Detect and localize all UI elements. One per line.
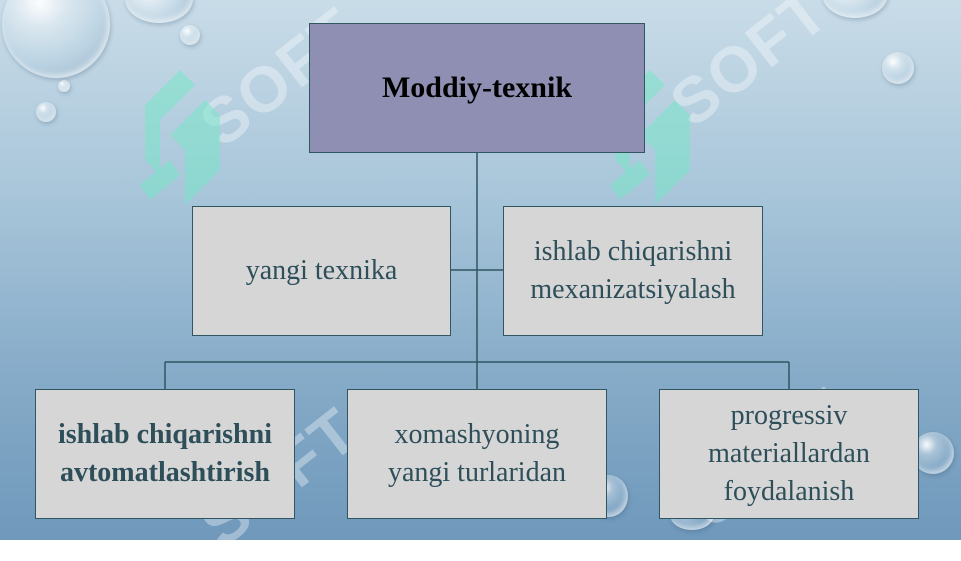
root-node: Moddiy-texnik [309,23,645,153]
water-drop [882,52,914,84]
node-label-line: yangi texnika [245,255,398,287]
node-label-line: foydalanish [723,475,855,507]
root-label: Moddiy-texnik [381,70,573,104]
node-label-line: materiallardan [708,438,870,470]
node-yangi-texnika: yangi texnika [192,206,451,336]
node-progressiv: progressiv materiallardan foydalanish [659,389,919,519]
node-label-line: yangi turlaridan [387,457,567,488]
node-label-line: ishlab chiqarishni [58,419,272,451]
water-drop [36,102,56,122]
node-avtomatlashtirish: ishlab chiqarishni avtomatlashtirish [35,389,295,519]
node-label-line: progressiv [730,400,848,432]
node-label-line: mexanizatsiyalash [530,274,736,305]
connector-lines [164,152,790,390]
node-label-line: xomashyoning [394,419,560,451]
water-drop [912,432,954,474]
water-drop [180,25,200,45]
node-mexanizatsiyalash: ishlab chiqarishni mexanizatsiyalash [503,206,763,336]
node-label-line: ishlab chiqarishni [533,236,733,268]
node-xomashyo: xomashyoning yangi turlaridan [347,389,607,519]
water-drop [125,0,193,23]
water-drop [58,80,70,92]
node-label-line: avtomatlashtirish [59,457,270,488]
watermark-logo-icon [140,70,220,205]
water-drop [822,0,888,18]
